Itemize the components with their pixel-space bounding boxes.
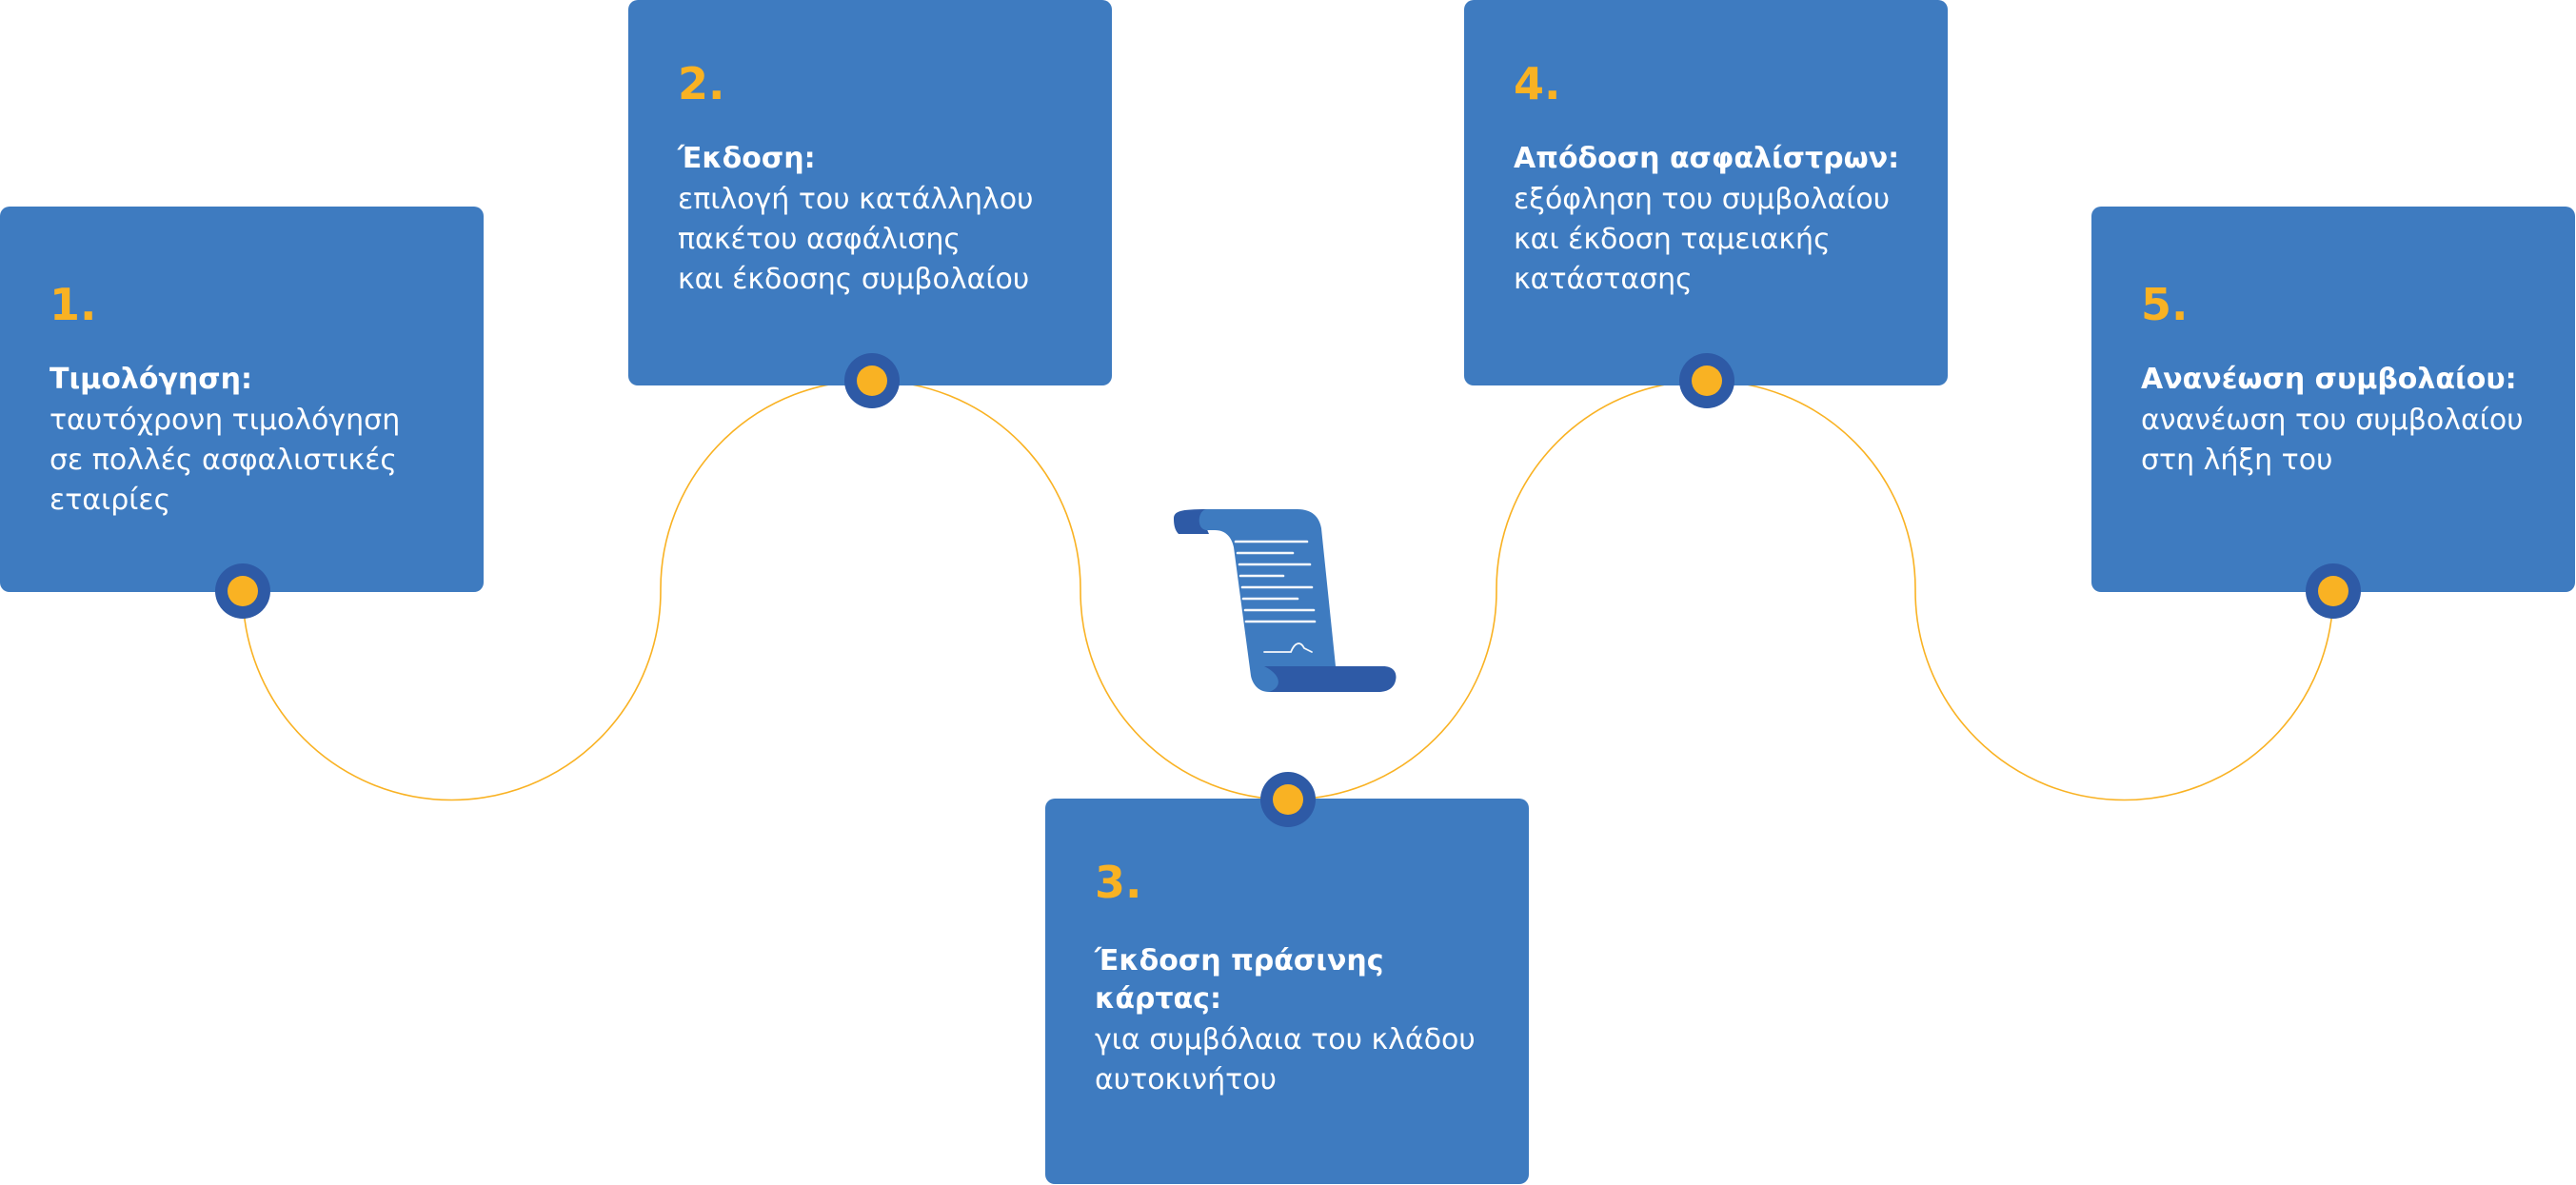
step-description-line: αυτοκινήτου xyxy=(1095,1063,1277,1096)
step-title: Τιμολόγηση: xyxy=(50,363,252,396)
step-description-line: ταυτόχρονη τιμολόγηση xyxy=(50,404,401,437)
step-description: ταυτόχρονη τιμολόγηση σε πολλές ασφαλιστ… xyxy=(50,401,461,521)
step-description-line: πακέτου ασφάλισης xyxy=(678,223,961,256)
step-description-line: ανανέωση του συμβολαίου xyxy=(2141,404,2524,437)
step-card-4: 4. Απόδοση ασφαλίστρων: εξόφληση του συμ… xyxy=(1464,0,1948,385)
step-description-line: και έκδοση ταμειακής xyxy=(1514,223,1831,256)
step-node-4 xyxy=(1679,353,1734,408)
node-dot xyxy=(1692,365,1722,396)
document-scroll-icon xyxy=(1174,509,1397,692)
step-description-line: και έκδοσης συμβολαίου xyxy=(678,263,1030,296)
step-title: Έκδοση: xyxy=(678,142,816,175)
step-number: 5. xyxy=(2141,279,2189,330)
step-node-1 xyxy=(215,563,270,619)
node-dot xyxy=(857,365,887,396)
step-description: εξόφληση του συμβολαίου και έκδοση ταμει… xyxy=(1514,180,1925,300)
step-description-line: εξόφληση του συμβολαίου xyxy=(1514,183,1891,216)
step-description: επιλογή του κατάλληλου πακέτου ασφάλισης… xyxy=(678,180,1089,300)
step-node-2 xyxy=(844,353,900,408)
step-description: για συμβόλαια του κλάδου αυτοκινήτου xyxy=(1095,1020,1506,1100)
step-description-line: για συμβόλαια του κλάδου xyxy=(1095,1023,1476,1057)
step-card-3: 3. Έκδοση πράσινης κάρτας: για συμβόλαια… xyxy=(1045,799,1529,1184)
step-title-line: Έκδοση πράσινης xyxy=(1095,944,1384,978)
step-number: 4. xyxy=(1514,58,1561,109)
step-card-5: 5. Ανανέωση συμβολαίου: ανανέωση του συμ… xyxy=(2091,207,2575,592)
step-node-3 xyxy=(1260,772,1316,827)
step-number: 3. xyxy=(1095,857,1142,908)
step-title: Έκδοση πράσινης κάρτας: xyxy=(1095,942,1506,1018)
step-node-5 xyxy=(2306,563,2361,619)
node-dot xyxy=(1273,784,1303,815)
step-description-line: επιλογή του κατάλληλου xyxy=(678,183,1034,216)
node-dot xyxy=(2318,576,2348,606)
step-title: Ανανέωση συμβολαίου: xyxy=(2141,363,2517,396)
step-description-line: εταιρίες xyxy=(50,484,171,517)
step-description: ανανέωση του συμβολαίου στη λήξη του xyxy=(2141,401,2552,481)
step-title: Απόδοση ασφαλίστρων: xyxy=(1514,142,1900,175)
step-card-2: 2. Έκδοση: επιλογή του κατάλληλου πακέτο… xyxy=(628,0,1112,385)
step-description-line: σε πολλές ασφαλιστικές xyxy=(50,444,398,477)
step-card-1: 1. Τιμολόγηση: ταυτόχρονη τιμολόγηση σε … xyxy=(0,207,484,592)
step-description-line: στη λήξη του xyxy=(2141,444,2333,477)
step-number: 2. xyxy=(678,58,725,109)
step-number: 1. xyxy=(50,279,97,330)
node-dot xyxy=(228,576,258,606)
step-description-line: κατάστασης xyxy=(1514,263,1693,296)
step-title-line: κάρτας: xyxy=(1095,982,1221,1016)
